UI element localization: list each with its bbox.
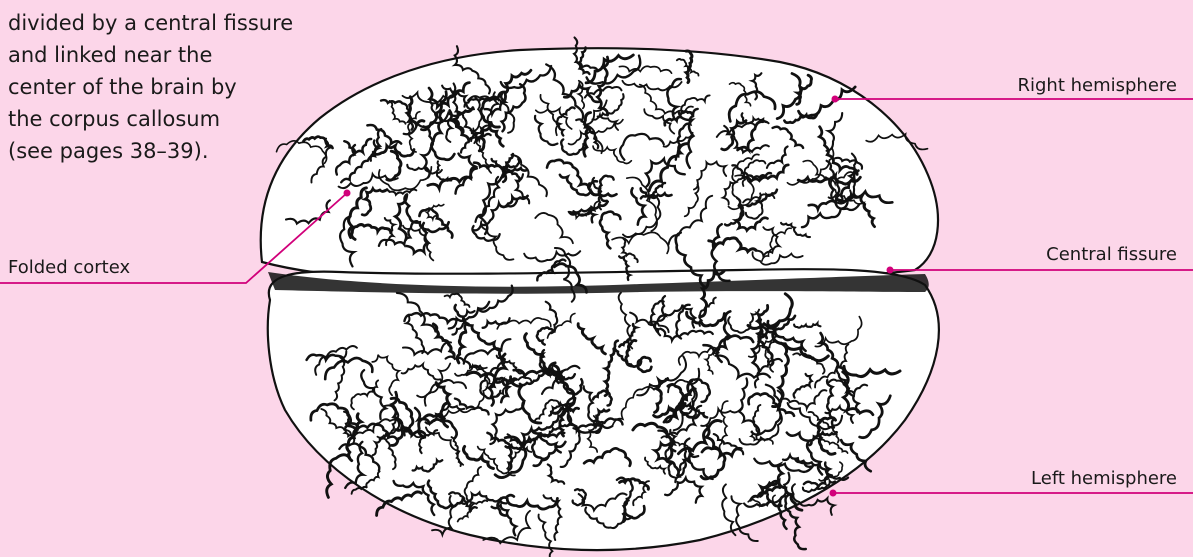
intro-line: the corpus callosum: [8, 104, 220, 134]
brain-drawing: [261, 38, 939, 557]
intro-line: divided by a central fissure: [8, 8, 293, 38]
leader-dot-folded-cortex: [344, 190, 351, 197]
intro-line: and linked near the: [8, 40, 212, 70]
intro-line: (see pages 38–39).: [8, 136, 209, 166]
leader-dot-left-hemisphere: [830, 490, 837, 497]
leader-dot-right-hemisphere: [832, 96, 839, 103]
leader-dot-central-fissure: [887, 267, 894, 274]
label-left-hemisphere: Left hemisphere: [1031, 468, 1177, 490]
label-folded-cortex: Folded cortex: [8, 257, 130, 279]
intro-line: center of the brain by: [8, 72, 237, 102]
label-central-fissure: Central fissure: [1046, 244, 1177, 266]
label-right-hemisphere: Right hemisphere: [1017, 75, 1177, 97]
